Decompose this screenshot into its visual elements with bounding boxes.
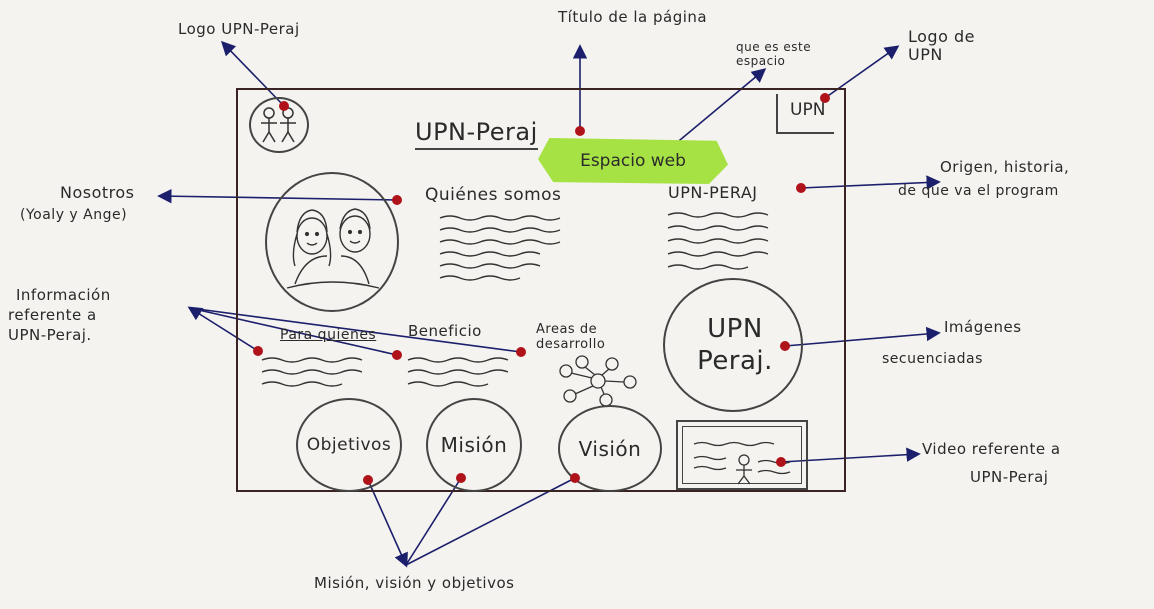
espacio-web-tag: Espacio web	[538, 138, 728, 184]
upn-logo: UPN	[776, 94, 834, 134]
video-player-icon	[693, 441, 791, 485]
arrow-espacio	[667, 68, 767, 151]
areas-desarrollo-label: Areas de desarrollo	[536, 322, 606, 352]
network-diagram-icon	[559, 355, 637, 407]
arrow-logo-upn-peraj	[220, 40, 285, 107]
upn-logo-text: UPN	[790, 100, 826, 120]
annotation-nosotros: Nosotros	[60, 183, 135, 202]
arrow-info-1	[187, 306, 259, 352]
annotation-origen-2: de que va el program	[898, 183, 1059, 199]
arrow-imagenes	[784, 326, 941, 347]
annotation-logo-upn: Logo de UPN	[908, 27, 975, 64]
marker-video	[776, 457, 786, 467]
annotation-nosotros-sub: (Yoaly y Ange)	[20, 207, 128, 223]
marker-para-quienes	[253, 346, 263, 356]
mision-circle: Misión	[426, 398, 522, 492]
annotation-origen: Origen, historia,	[940, 158, 1070, 176]
marker-imagenes	[780, 341, 790, 351]
espacio-web-label: Espacio web	[580, 151, 686, 171]
marker-quienes	[392, 195, 402, 205]
arrow-video	[780, 447, 921, 463]
annotation-imagenes: Imágenes	[944, 318, 1022, 336]
marker-logo-upn	[820, 93, 830, 103]
team-photo-circle	[265, 172, 399, 312]
annotation-logo-upn-peraj: Logo UPN-Peraj	[178, 20, 300, 38]
annotation-imagenes-2: secuenciadas	[882, 351, 983, 367]
annotation-informacion: Información	[16, 286, 111, 304]
beneficio-heading: Beneficio	[408, 322, 482, 340]
arrow-origen	[800, 175, 941, 190]
quienes-somos-heading: Quiénes somos	[425, 185, 562, 205]
marker-objetivos	[363, 475, 373, 485]
objetivos-label: Objetivos	[306, 435, 392, 455]
objetivos-circle: Objetivos	[296, 398, 402, 492]
arrow-mision-1	[367, 479, 408, 568]
page-title: UPN-Peraj	[415, 118, 538, 150]
annotation-informacion-2: referente a	[8, 306, 97, 324]
annotation-mision-vision: Misión, visión y objetivos	[314, 574, 515, 592]
vision-circle: Visión	[558, 405, 662, 492]
areas-desarrollo-heading: Areas de desarrollo	[536, 322, 646, 352]
para-quienes-heading: Para quienes	[280, 327, 377, 343]
image-carousel-label: UPN Peraj.	[697, 314, 773, 376]
annotation-informacion-3: UPN-Peraj.	[8, 326, 92, 344]
two-girls-drawing-icon	[286, 208, 380, 289]
marker-vision	[570, 473, 580, 483]
annotation-titulo-pagina: Título de la página	[558, 8, 708, 26]
wireframe-page-frame	[236, 88, 846, 492]
annotation-video: Video referente a	[922, 440, 1061, 458]
vision-label: Visión	[578, 436, 642, 461]
marker-logo-upn-peraj	[279, 101, 289, 111]
marker-beneficio	[392, 350, 402, 360]
mision-label: Misión	[440, 433, 508, 457]
annotation-video-2: UPN-Peraj	[970, 468, 1049, 486]
upn-peraj-heading: UPN-PERAJ	[668, 183, 758, 202]
image-carousel-circle: UPN Peraj.	[663, 278, 803, 412]
video-frame	[676, 420, 808, 490]
marker-areas	[516, 347, 526, 357]
marker-upn-peraj	[796, 183, 806, 193]
annotation-que-es-espacio: que es este espacio	[736, 40, 812, 68]
marker-mision	[456, 473, 466, 483]
marker-title	[575, 126, 585, 136]
